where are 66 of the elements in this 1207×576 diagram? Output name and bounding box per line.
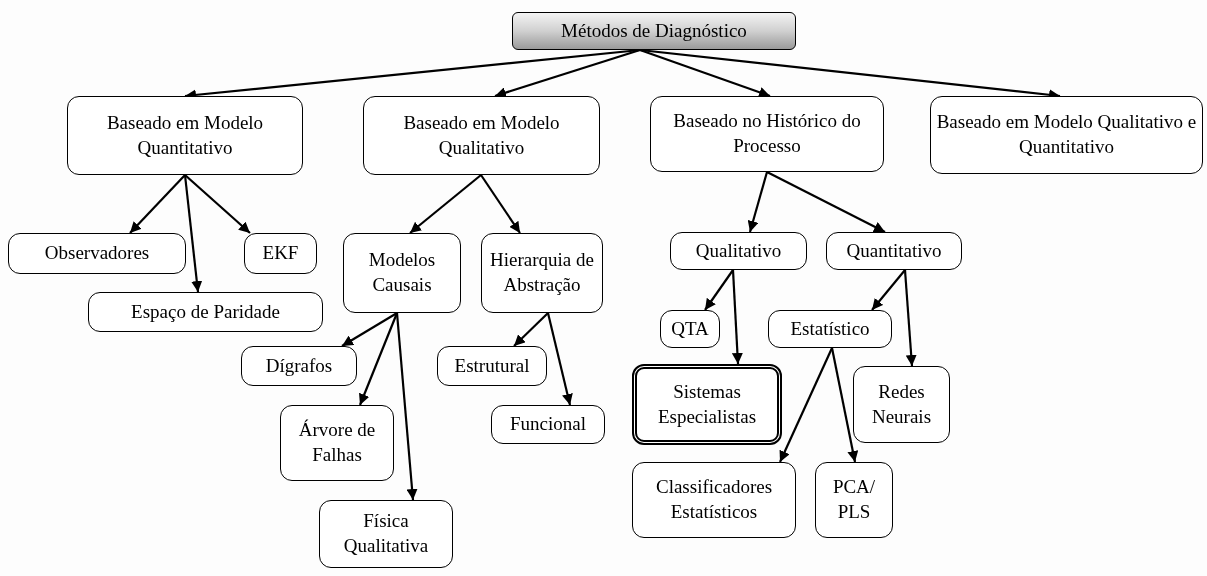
node-label: Redes Neurais [870,379,933,429]
method-box [632,364,782,445]
method-box [853,366,950,443]
arrow [341,312,398,347]
method-box [632,462,796,538]
node-label: EKF [262,241,299,266]
arrow [395,312,418,501]
method-box [481,233,603,313]
node-label: Hierarquia de Abstração [489,248,595,297]
method-box [826,232,962,270]
node-label: Qualitativo [695,238,782,263]
arrow [747,171,769,233]
method-box [815,462,893,538]
arrow [129,174,186,234]
node-label: Baseado em Modelo Quantitativo [105,110,265,160]
method-box [363,96,600,175]
arrow [639,48,771,98]
node-label: Espaço de Paridade [131,299,280,324]
method-box [241,346,357,386]
method-box [8,233,186,274]
node-label: Sistemas Especialistas [656,379,758,429]
node-label: Física Qualitativa [342,509,430,558]
method-box [660,310,720,348]
method-box [244,233,317,274]
node-label: Funcional [510,412,586,437]
node-label: Baseado em Modelo Qualitativo e Quantitativo [935,110,1198,159]
arrow [409,174,482,234]
arrow [830,347,859,463]
arrow [480,174,521,234]
arrow [513,312,549,347]
node-label: Dígrafos [265,353,333,378]
arrow [779,347,833,463]
node-label: PCA/ PLS [831,475,877,524]
method-box [670,232,807,270]
node-label: Classificadores Estatísticos [654,475,774,524]
arrow [766,171,886,233]
method-box [437,346,547,386]
method-box [88,292,323,332]
node-label: Métodos de Diagnóstico [561,18,747,43]
node-label: QTA [671,316,709,341]
arrow [871,269,906,311]
root-box [512,12,796,50]
node-label: Baseado em Modelo Qualitativo [402,110,561,160]
arrow [731,269,743,365]
node-label: Estrutural [454,353,530,378]
method-box [650,96,884,172]
node-label: Modelos Causais [367,248,437,297]
arrow [184,174,251,234]
arrow [903,269,917,367]
method-box [343,233,461,313]
node-label: Estatístico [790,316,870,341]
arrow [494,48,641,98]
arrow [704,269,734,311]
method-box [319,500,453,568]
node-label: Observadores [44,241,150,266]
method-box [67,96,303,175]
method-box [768,310,892,348]
method-box [280,405,394,481]
arrow [546,312,573,406]
method-box [930,96,1203,174]
node-label: Quantitativo [846,238,942,263]
node-label: Árvore de Falhas [297,418,377,467]
arrow [183,174,203,293]
method-box [491,405,605,444]
arrow [358,312,399,406]
node-label: Baseado no Histórico do Processo [672,109,862,158]
